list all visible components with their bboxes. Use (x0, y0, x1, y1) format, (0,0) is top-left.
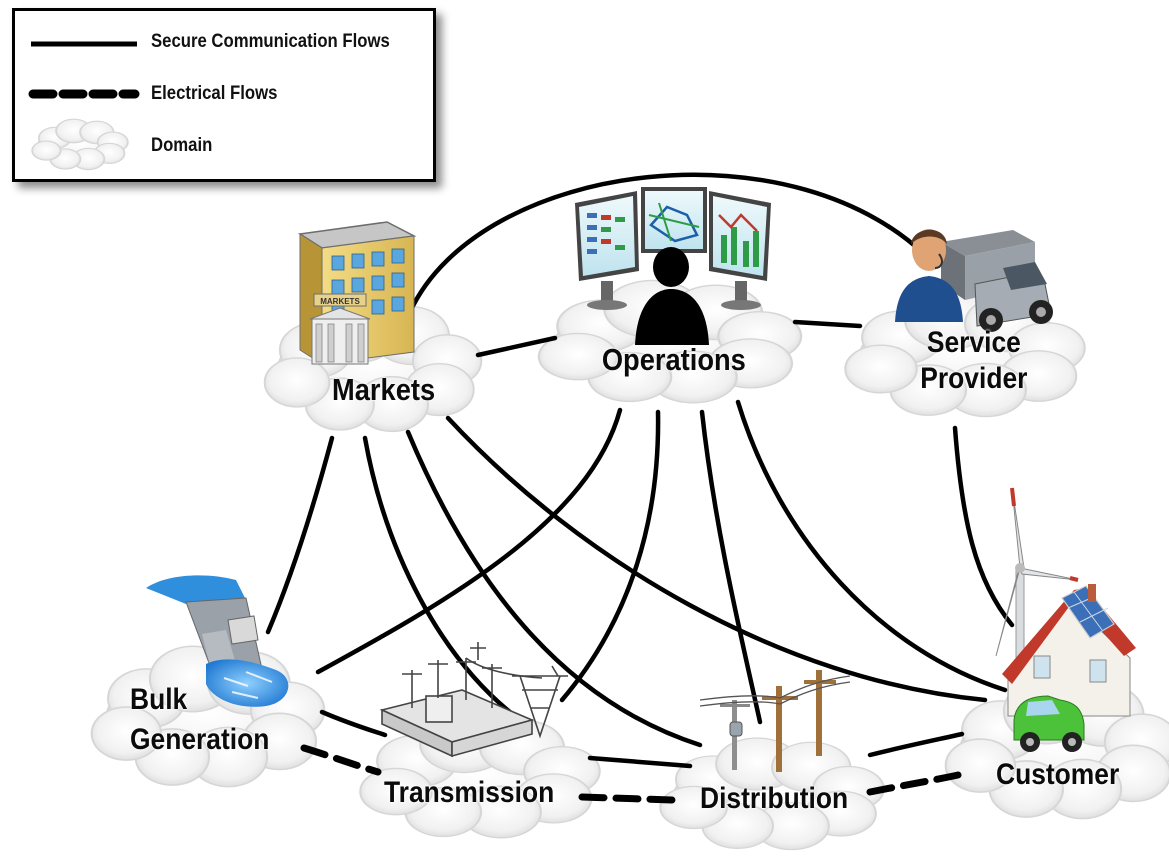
flow-markets-bulk-generation (265, 435, 335, 635)
flow-bulk-transmission (319, 709, 388, 738)
control-room-monitors-icon (575, 187, 771, 345)
flow-operations-distribution (699, 409, 763, 725)
legend-electrical-row: Electrical Flows (15, 75, 433, 115)
electric-transmission-distribution (578, 793, 676, 804)
svg-text:MARKETS: MARKETS (320, 297, 360, 306)
operations-label: Operations (601, 342, 746, 377)
flow-markets-transmission (362, 435, 523, 723)
legend-domain-label: Domain (151, 135, 213, 156)
bulk-generation-label-line1: Bulk (130, 683, 188, 716)
legend-secure-row: Secure Communication Flows (15, 23, 433, 63)
flow-operations-bulk-generation (315, 407, 623, 675)
flow-markets-operations (475, 335, 558, 358)
bulk-generation-label: Bulk Generation (130, 680, 269, 760)
substation-tower-icon (379, 642, 568, 758)
cloud-icon (31, 118, 129, 171)
customer-label: Customer (996, 758, 1120, 791)
hydro-dam-icon (146, 575, 289, 707)
dashed-line-icon (28, 89, 140, 99)
markets-label: Markets (332, 372, 436, 407)
flow-service-provider-customer (952, 425, 1015, 628)
service-provider-label-line2: Provider (920, 362, 1028, 395)
service-provider-label-line1: Service (926, 326, 1021, 359)
electrical-flows (300, 744, 962, 804)
flow-distribution-customer (867, 731, 965, 758)
solid-line-icon (31, 41, 137, 47)
flow-operations-transmission (559, 409, 661, 703)
flow-markets-customer (445, 415, 988, 703)
electric-bulk-transmission (300, 744, 382, 776)
office-building-icon: MARKETS (297, 221, 417, 365)
utility-pole-icon (699, 670, 851, 772)
service-provider-label: Service Provider (920, 325, 1027, 397)
legend-domain-row: Domain (15, 118, 433, 171)
legend-electrical-label: Electrical Flows (151, 83, 278, 104)
flow-operations-service-provider (792, 319, 863, 329)
technician-truck-icon (895, 229, 1053, 332)
flow-transmission-distribution (587, 755, 693, 769)
legend: Secure Communication Flows Electrical Fl… (12, 8, 436, 182)
secure-communication-flows (265, 172, 1015, 769)
flow-markets-distribution (405, 429, 703, 748)
distribution-label: Distribution (700, 782, 849, 815)
bulk-generation-label-line2: Generation (130, 723, 270, 756)
legend-secure-label: Secure Communication Flows (151, 31, 390, 52)
flow-operations-customer (735, 399, 1008, 693)
flow-markets-service-provider (407, 172, 938, 315)
transmission-label: Transmission (384, 776, 555, 809)
house-solar-wind-car-icon (995, 487, 1136, 752)
electric-distribution-customer (866, 771, 962, 796)
